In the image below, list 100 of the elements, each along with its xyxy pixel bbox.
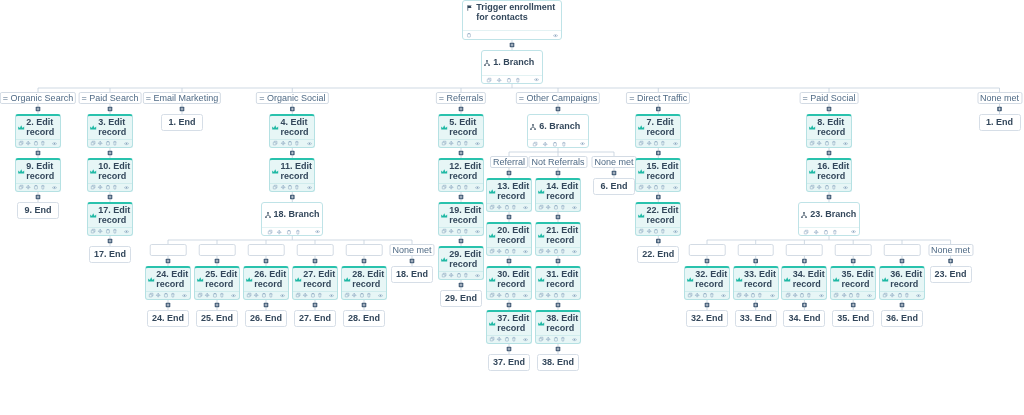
step-title: 13. Edit record <box>497 181 531 201</box>
end-label: 29. End <box>445 293 477 304</box>
connector-line <box>109 191 111 203</box>
end-label: 24. End <box>152 313 184 324</box>
end-label: 1. End <box>168 117 196 128</box>
condition-label: = Organic Search <box>2 93 74 103</box>
connector-line <box>755 255 757 267</box>
condition-tag <box>834 244 872 256</box>
step-title: 26. Edit record <box>254 269 288 289</box>
step-title: 18. Branch <box>273 210 321 220</box>
connector-line <box>828 191 830 203</box>
step-title: 12. Edit record <box>449 161 483 181</box>
end-step <box>978 114 1021 131</box>
end-step <box>832 310 875 327</box>
condition-label: None met <box>980 93 1019 103</box>
action-card <box>145 266 191 300</box>
end-label: 27. End <box>299 313 331 324</box>
step-title: 17. Edit record <box>98 205 132 225</box>
trigger-card <box>462 0 562 40</box>
end-step <box>391 266 433 283</box>
connector-line <box>460 103 462 115</box>
end-step <box>881 310 923 327</box>
action-card <box>87 114 133 148</box>
action-card <box>879 266 925 300</box>
end-step <box>734 310 777 327</box>
action-card <box>269 114 316 148</box>
step-title: 23. Branch <box>810 210 858 220</box>
step-title: 38. Edit record <box>546 313 580 333</box>
action-card <box>87 158 133 192</box>
connector-line <box>706 255 708 267</box>
end-label: 34. End <box>788 313 821 324</box>
end-step <box>17 202 59 219</box>
step-title: 1. Branch <box>493 58 536 68</box>
condition-label: None met <box>931 245 971 255</box>
step-title: 32. Edit record <box>695 269 729 289</box>
branch-card <box>798 202 860 236</box>
connector-line <box>852 299 854 311</box>
step-title: 10. Edit record <box>98 161 132 181</box>
condition-tag <box>296 244 334 256</box>
action-card <box>269 158 316 192</box>
connector-line <box>557 167 559 179</box>
end-label: 36. End <box>886 313 918 324</box>
condition-tag <box>688 244 726 256</box>
branch-card <box>527 114 589 148</box>
condition-tag <box>737 244 774 256</box>
step-title: 11. Edit record <box>280 161 314 181</box>
connector-line <box>291 191 293 203</box>
connector-line <box>181 103 183 115</box>
action-card <box>87 202 133 236</box>
action-card <box>486 222 532 256</box>
connector-line <box>657 103 659 115</box>
connector-line <box>291 87 293 93</box>
end-label: 35. End <box>837 313 870 324</box>
action-card <box>830 266 877 300</box>
condition-tag <box>786 244 823 256</box>
connector-line <box>852 239 854 245</box>
step-title: 35. Edit record <box>841 269 875 289</box>
connector-line <box>460 279 462 291</box>
connector-line <box>314 299 316 311</box>
condition-tag <box>149 244 187 256</box>
condition-label: = Organic Social <box>259 93 326 103</box>
end-step <box>783 310 826 327</box>
step-title: 21. Edit record <box>546 225 580 245</box>
action-card <box>438 202 484 236</box>
connector-line <box>901 255 903 267</box>
connector-line <box>852 255 854 267</box>
connector-line <box>265 255 267 267</box>
end-step <box>440 290 482 307</box>
step-title: 22. Edit record <box>646 205 680 225</box>
connector-line <box>657 191 659 203</box>
step-title: 33. Edit record <box>744 269 777 289</box>
action-card <box>781 266 828 300</box>
connector-line <box>657 147 659 159</box>
end-step <box>593 178 635 195</box>
connector-line <box>999 103 1000 115</box>
connector-line <box>901 299 903 311</box>
connector-line <box>557 299 559 311</box>
action-card <box>243 266 289 300</box>
connector-line <box>755 239 757 245</box>
end-step <box>343 310 385 327</box>
connector-line <box>828 103 830 115</box>
step-title: 16. Edit record <box>817 161 851 181</box>
action-card <box>535 222 581 256</box>
action-card <box>15 114 61 148</box>
step-title: 15. Edit record <box>646 161 680 181</box>
end-label: 22. End <box>642 249 675 260</box>
condition-label: None met <box>594 157 634 167</box>
connector-line <box>216 255 218 267</box>
connector-line <box>109 147 111 159</box>
condition-label: = Referrals <box>438 93 484 103</box>
connector-line <box>557 343 559 355</box>
action-card <box>486 178 532 212</box>
step-title: 19. Edit record <box>449 205 483 225</box>
connector-line <box>657 235 659 247</box>
action-card <box>535 310 581 344</box>
action-card <box>341 266 387 300</box>
connector-line <box>37 147 39 159</box>
connector-line <box>557 103 559 115</box>
condition-label: = Other Campaigns <box>518 93 598 103</box>
condition-label: None met <box>392 245 432 255</box>
